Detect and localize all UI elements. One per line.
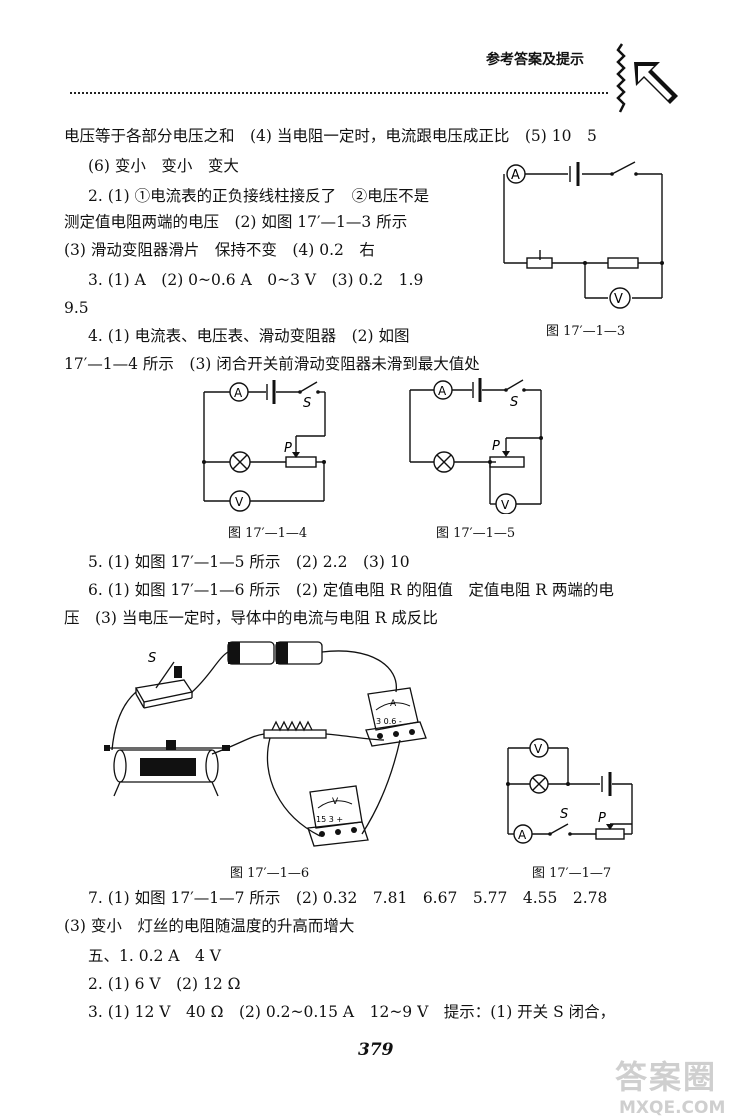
text-line: 9.5 — [64, 299, 89, 317]
header-dotted-rule — [70, 92, 608, 94]
voltmeter-symbol: V — [614, 292, 623, 307]
figure-17-1-6: S A 3 0.6 - V 15 3 + — [104, 641, 427, 847]
text-line: 3. (1) 12 V 40 Ω (2) 0.2~0.15 A 12~9 V 提… — [88, 1003, 616, 1021]
ammeter-symbol: A — [511, 168, 520, 183]
switch-label: S — [148, 651, 156, 666]
ammeter-symbol: A — [390, 699, 397, 709]
slider-label: P — [284, 441, 292, 456]
voltmeter-symbol: V — [534, 742, 543, 756]
text-line: 2. (1) ①电流表的正负接线柱接反了 ②电压不是 — [88, 187, 430, 205]
text-line: (3) 变小 灯丝的电阻随温度的升高而增大 — [64, 917, 355, 935]
text-line: 7. (1) 如图 17′—1—7 所示 (2) 0.32 7.81 6.67 … — [88, 889, 608, 907]
voltmeter-symbol: V — [235, 495, 244, 509]
figure-17-1-4: A V S P — [202, 380, 326, 512]
switch-label: S — [303, 396, 311, 411]
voltmeter-scale-label: 15 3 + — [316, 815, 343, 824]
voltmeter-symbol: V — [332, 797, 339, 807]
figure-caption: 图 17′—1—7 — [532, 866, 612, 881]
header-title: 参考答案及提示 — [486, 52, 584, 68]
switch-label: S — [510, 395, 518, 410]
slider-label: P — [492, 439, 500, 454]
figure-17-1-5: A V S P — [409, 378, 543, 514]
figure-caption: 图 17′—1—4 — [228, 526, 308, 541]
watermark-url: MXQE.COM — [619, 1098, 726, 1118]
page-number: 379 — [358, 1040, 394, 1060]
text-line: 4. (1) 电流表、电压表、滑动变阻器 (2) 如图 — [88, 327, 410, 345]
text-line: (3) 滑动变阻器滑片 保持不变 (4) 0.2 右 — [64, 241, 375, 259]
text-line: 电压等于各部分电压之和 (4) 当电阻一定时，电流跟电压成正比 (5) 10 5 — [64, 127, 597, 145]
text-line: 5. (1) 如图 17′—1—5 所示 (2) 2.2 (3) 10 — [88, 553, 410, 571]
text-line: 6. (1) 如图 17′—1—6 所示 (2) 定值电阻 R 的阻值 定值电阻… — [88, 581, 614, 599]
ammeter-symbol: A — [518, 828, 527, 842]
figure-17-1-3: A V — [503, 161, 664, 309]
figure-caption: 图 17′—1—3 — [546, 324, 626, 339]
switch-label: S — [560, 807, 568, 822]
watermark-logo: 答案圈 MXQE.COM — [615, 1052, 725, 1118]
figure-17-1-7: V A S P — [506, 738, 633, 844]
voltmeter-symbol: V — [501, 498, 510, 512]
ammeter-symbol: A — [234, 386, 243, 400]
text-line: 2. (1) 6 V (2) 12 Ω — [88, 975, 241, 993]
text-line: 五、1. 0.2 A 4 V — [88, 947, 221, 965]
text-line: 压 (3) 当电压一定时，导体中的电流与电阻 R 成反比 — [64, 609, 438, 627]
ammeter-symbol: A — [438, 384, 447, 398]
watermark-text: 答案圈 — [615, 1058, 718, 1096]
figure-caption: 图 17′—1—6 — [230, 866, 310, 881]
text-line: (6) 变小 变小 变大 — [88, 157, 239, 175]
ammeter-scale-label: 3 0.6 - — [376, 717, 402, 726]
text-line: 17′—1—4 所示 (3) 闭合开关前滑动变阻器未滑到最大值处 — [64, 355, 480, 373]
slider-label: P — [598, 811, 606, 826]
header-arrow-icon — [616, 43, 678, 113]
figure-caption: 图 17′—1—5 — [436, 526, 516, 541]
text-line: 测定值电阻两端的电压 (2) 如图 17′—1—3 所示 — [64, 213, 408, 231]
text-line: 3. (1) A (2) 0~0.6 A 0~3 V (3) 0.2 1.9 — [88, 271, 424, 289]
